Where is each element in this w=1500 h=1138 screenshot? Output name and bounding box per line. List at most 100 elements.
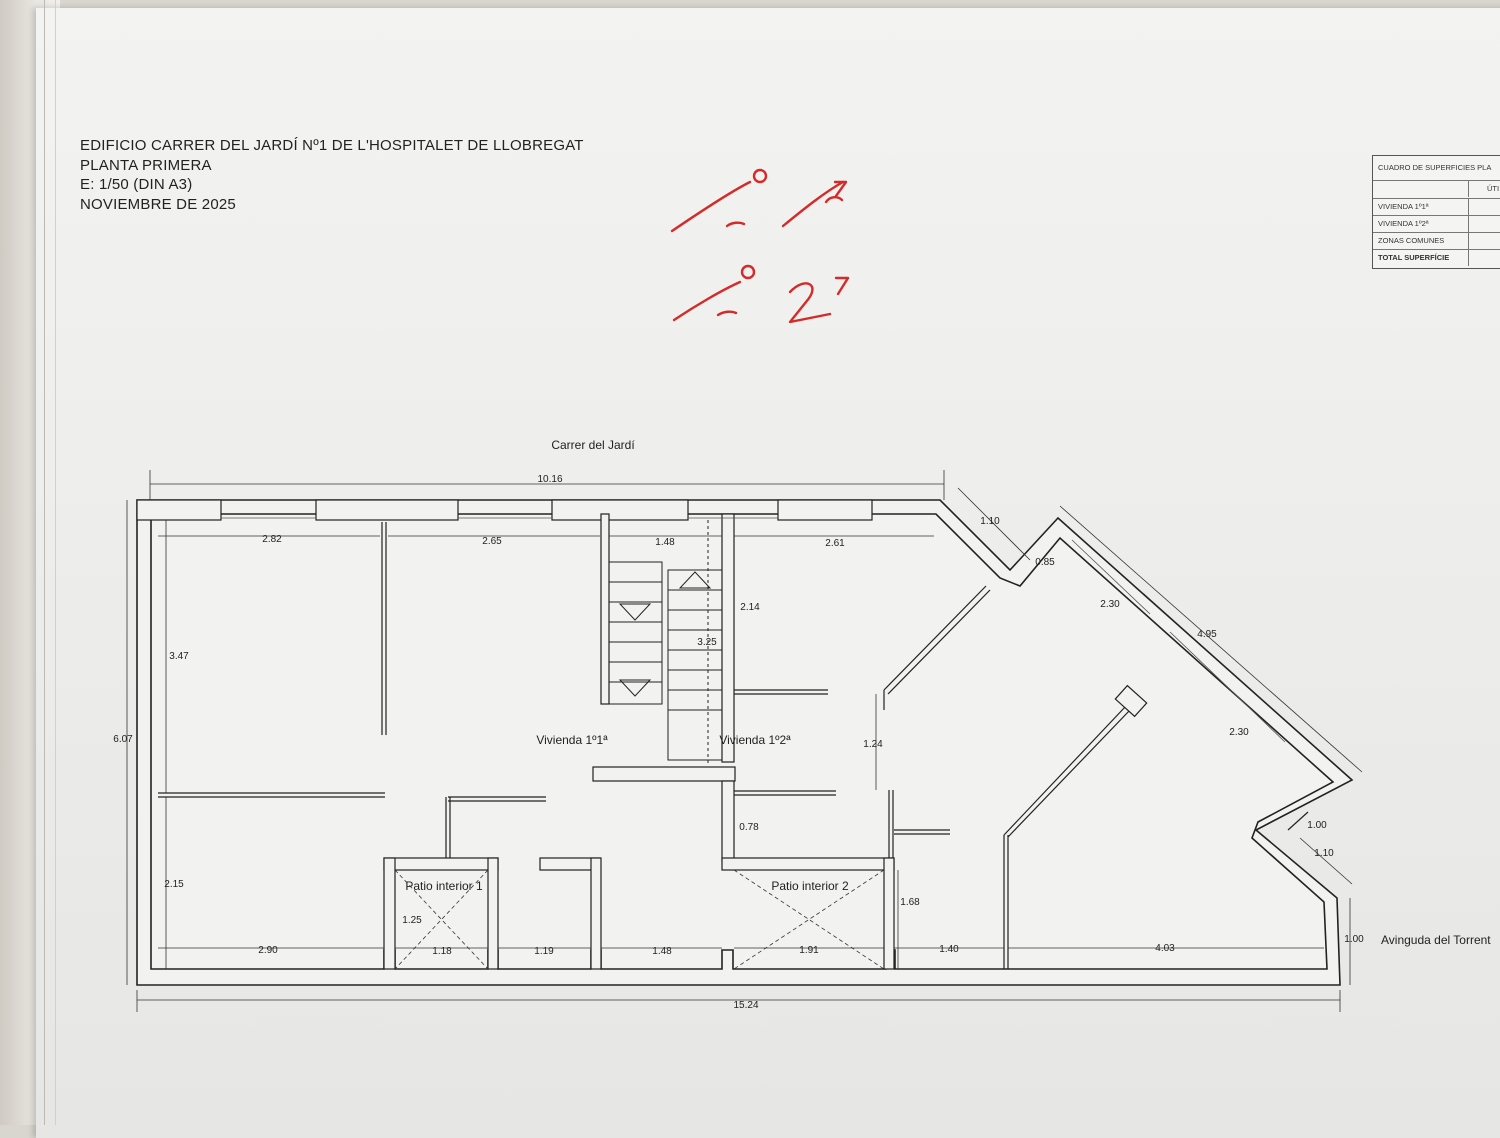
table-column-divider bbox=[1468, 216, 1469, 232]
pillar bbox=[551, 499, 689, 521]
dimension-label: 2.15 bbox=[164, 879, 184, 890]
dimension-label: 0.85 bbox=[1035, 557, 1055, 568]
table-row-label: VIVIENDA 1º2ª bbox=[1378, 219, 1429, 228]
dimension-label: 10.16 bbox=[537, 474, 562, 485]
dimension-label: 1.00 bbox=[1307, 820, 1327, 831]
interior-walls bbox=[136, 499, 1309, 970]
bath-wall bbox=[721, 780, 735, 862]
title-floor: PLANTA PRIMERA bbox=[80, 156, 212, 174]
surface-table-title: CUADRO DE SUPERFICIES PLA bbox=[1378, 163, 1492, 172]
patio-voids bbox=[394, 869, 885, 970]
dimension-line bbox=[1299, 837, 1353, 885]
dimension-label: 1.19 bbox=[534, 946, 554, 957]
handwritten-stroke bbox=[725, 221, 746, 228]
handwritten-stroke bbox=[833, 180, 848, 198]
dimension-label: 4.95 bbox=[1197, 629, 1217, 640]
dimension-label: 1.25 bbox=[402, 915, 422, 926]
dimension-label: 3.25 bbox=[697, 637, 717, 648]
stair-wall bbox=[721, 513, 735, 763]
handwritten-stroke bbox=[672, 280, 742, 322]
patio1-wall bbox=[383, 857, 396, 970]
room-label-vivienda-2: Vivienda 1º2ª bbox=[719, 733, 791, 747]
dimension-label: 1.18 bbox=[432, 946, 452, 957]
table-row-label: ZONAS COMUNES bbox=[1378, 236, 1445, 245]
dimension-line bbox=[1059, 505, 1363, 773]
dimension-label: 6.07 bbox=[113, 734, 133, 745]
table-column-divider bbox=[1468, 250, 1469, 266]
table-column-divider bbox=[1468, 181, 1469, 197]
dimension-label: 1.24 bbox=[863, 739, 883, 750]
dimension-label: 2.90 bbox=[258, 945, 278, 956]
handwritten-stroke bbox=[781, 180, 845, 228]
room-label-patio-1: Patio interior 1 bbox=[405, 879, 483, 893]
dimension-label: 1.10 bbox=[980, 516, 1000, 527]
sheet-stack-edge bbox=[44, 0, 56, 1125]
handwritten-note: 1º 1ª bbox=[760, 208, 763, 211]
dimension-label: 1.68 bbox=[900, 897, 920, 908]
dimension-label: 1.00 bbox=[1344, 934, 1364, 945]
handwritten-stroke bbox=[670, 180, 752, 233]
dimension-label: 1.48 bbox=[652, 946, 672, 957]
table-row-label: TOTAL SUPERFÍCIE bbox=[1378, 253, 1450, 262]
patio-cross bbox=[394, 869, 489, 970]
stair-arrow-icon bbox=[678, 571, 712, 589]
dimension-label: 2.65 bbox=[482, 536, 502, 547]
partition-line bbox=[1003, 705, 1127, 836]
table-row-label: VIVIENDA 1º1ª bbox=[1378, 202, 1429, 211]
stair-flight bbox=[608, 561, 663, 705]
handwritten-stroke bbox=[740, 264, 756, 280]
staircase bbox=[608, 520, 723, 765]
dimension-label: 2.82 bbox=[262, 534, 282, 545]
dimension-label: 2.61 bbox=[825, 538, 845, 549]
title-date: NOVIEMBRE DE 2025 bbox=[80, 195, 236, 213]
dimension-label: 2.30 bbox=[1229, 727, 1249, 738]
handwritten-stroke bbox=[834, 276, 850, 296]
title-block: EDIFICIO CARRER DEL JARDÍ Nº1 DE L'HOSPI… bbox=[80, 136, 584, 214]
title-scale: E: 1/50 (DIN A3) bbox=[80, 176, 193, 193]
patio1-wall bbox=[487, 857, 499, 970]
stair-wall bbox=[600, 513, 610, 705]
partition-wall bbox=[590, 857, 602, 970]
surface-table-header-row: ÚTI bbox=[1373, 180, 1500, 197]
table-row: VIVIENDA 1º1ª bbox=[1373, 198, 1500, 215]
stair-arrow-icon bbox=[618, 603, 652, 621]
dimension-label: 1.48 bbox=[655, 537, 675, 548]
stair-flight bbox=[667, 569, 723, 761]
patio2-wall bbox=[721, 857, 895, 871]
street-label-east: Avinguda del Torrent bbox=[1381, 933, 1491, 947]
table-row: VIVIENDA 1º2ª bbox=[1373, 215, 1500, 232]
partition-line bbox=[883, 585, 987, 691]
handwritten-notes bbox=[670, 168, 850, 324]
dimension-label: 1.40 bbox=[939, 944, 959, 955]
partition-line bbox=[1287, 811, 1309, 831]
handwritten-stroke bbox=[752, 168, 768, 184]
dimension-label: 4.03 bbox=[1155, 943, 1175, 954]
dimension-lines bbox=[126, 470, 1363, 1012]
column bbox=[1114, 684, 1148, 718]
handwritten-stroke bbox=[716, 310, 738, 317]
handwritten-stroke bbox=[788, 282, 832, 324]
dimension-label: 3.47 bbox=[169, 651, 189, 662]
pillar bbox=[315, 499, 459, 521]
handwritten-note: 1º 2ª bbox=[760, 303, 763, 306]
landing-wall bbox=[592, 766, 736, 782]
table-column-divider bbox=[1468, 233, 1469, 249]
dimension-label: 2.14 bbox=[740, 602, 760, 613]
title-building: EDIFICIO CARRER DEL JARDÍ Nº1 DE L'HOSPI… bbox=[80, 137, 584, 154]
surface-table-column-header: ÚTI bbox=[1487, 184, 1500, 193]
dimension-label: 1.10 bbox=[1314, 848, 1334, 859]
stair-arrow-icon bbox=[618, 679, 652, 697]
pillar bbox=[136, 499, 222, 521]
window bbox=[1169, 631, 1286, 743]
window bbox=[1071, 539, 1151, 615]
table-row: TOTAL SUPERFÍCIE bbox=[1373, 249, 1500, 266]
dimension-line bbox=[957, 487, 1031, 561]
handwritten-stroke bbox=[824, 196, 844, 204]
patio1-wall bbox=[383, 857, 499, 871]
patio-cross bbox=[394, 869, 489, 970]
surface-table: CUADRO DE SUPERFICIES PLA ÚTI VIVIENDA 1… bbox=[1372, 155, 1500, 269]
partition-line bbox=[887, 589, 991, 695]
table-column-divider bbox=[1468, 199, 1469, 215]
